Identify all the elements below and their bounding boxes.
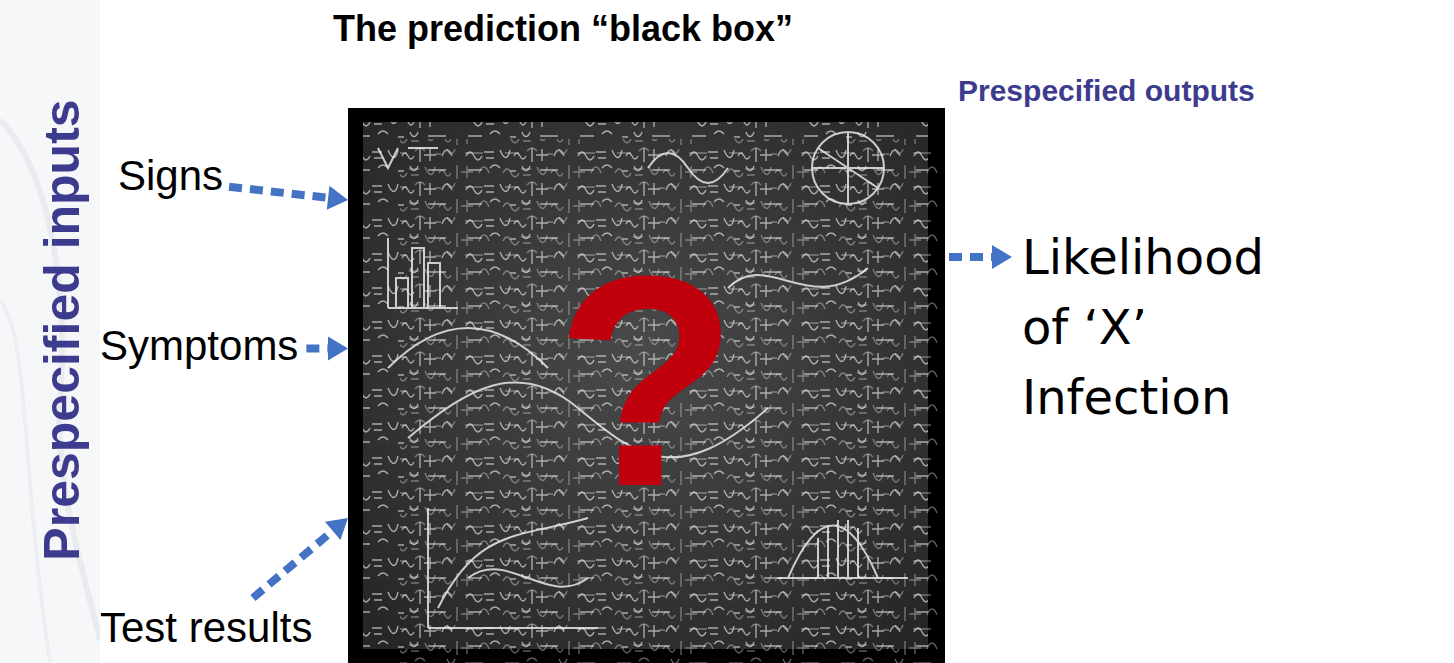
input-label: Signs: [118, 152, 223, 200]
arrow-head: [327, 186, 348, 210]
dashed-arrow: [229, 186, 348, 210]
dashed-arrow: [253, 518, 348, 598]
node-text: Signs: [118, 152, 223, 200]
node-text: Test results: [100, 604, 312, 652]
input-label: Symptoms: [100, 322, 298, 370]
question-mark: ?: [555, 231, 738, 531]
section-label: Prespecified outputs: [958, 74, 1255, 108]
dashed-arrow: [306, 337, 348, 361]
dashed-arrow: [949, 245, 1012, 269]
connector-line: [949, 253, 992, 261]
input-label: Test results: [100, 604, 312, 652]
node-text: Likelihood of ‘X’ Infection: [1022, 222, 1272, 432]
black-box: ?: [348, 108, 945, 663]
connector-line: [229, 187, 328, 198]
arrow-head: [325, 518, 348, 540]
output-label: Likelihood of ‘X’ Infection: [1022, 222, 1272, 432]
connector-line: [306, 345, 328, 353]
node-text: Symptoms: [100, 322, 298, 370]
arrow-head: [328, 337, 348, 361]
arrow-head: [992, 245, 1012, 269]
section-label: Prespecified inputs: [32, 10, 92, 650]
connector-line: [253, 531, 333, 598]
diagram-title: The prediction “black box”: [0, 8, 1126, 50]
